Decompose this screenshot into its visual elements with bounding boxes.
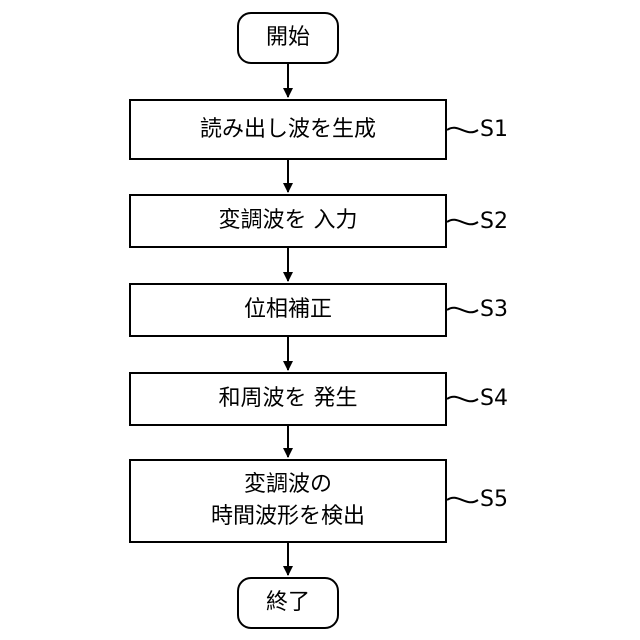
leader-s5 (447, 498, 478, 503)
step-s3-label: S3 (480, 297, 508, 323)
step-s3-box: 位相補正 (129, 283, 447, 337)
step-s5-label: S5 (480, 487, 508, 513)
step-s2-box: 変調波を 入力 (129, 194, 447, 248)
step-s1-box: 読み出し波を生成 (129, 99, 447, 160)
step-s1-text: 読み出し波を生成 (200, 114, 376, 146)
leader-s3 (447, 308, 478, 313)
step-s5-text-line-2: 時間波形を検出 (211, 501, 365, 533)
leader-s4 (447, 397, 478, 402)
end-label: 終了 (266, 587, 310, 619)
end-terminal: 終了 (237, 577, 339, 629)
step-s4-label: S4 (480, 386, 508, 412)
step-s5-text-line-1: 変調波の (244, 469, 332, 501)
step-s2-text: 変調波を 入力 (219, 205, 358, 237)
leader-s1 (447, 128, 478, 133)
step-s5-box: 変調波の 時間波形を検出 (129, 459, 447, 543)
step-s4-box: 和周波を 発生 (129, 372, 447, 426)
start-label: 開始 (266, 22, 310, 54)
step-s2-label: S2 (480, 209, 508, 235)
step-s4-text: 和周波を 発生 (219, 383, 358, 415)
leader-s2 (447, 220, 478, 225)
start-terminal: 開始 (237, 12, 339, 64)
step-s3-text: 位相補正 (244, 294, 332, 326)
step-s1-label: S1 (480, 117, 508, 143)
